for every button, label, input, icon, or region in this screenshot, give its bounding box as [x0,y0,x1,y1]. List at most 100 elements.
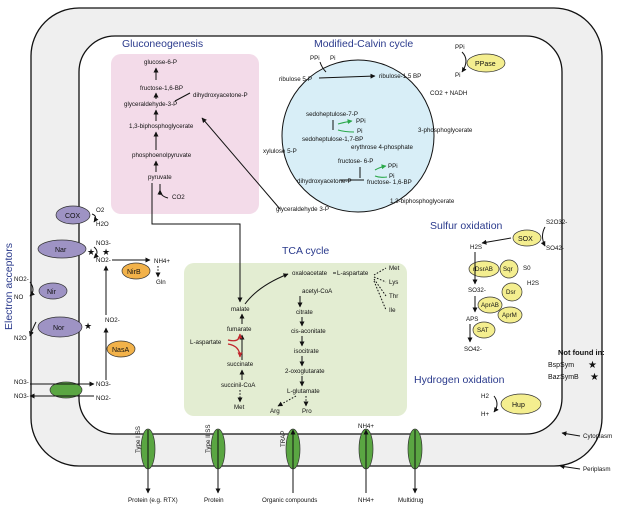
ammonium-transporter: NH4+ NH4+ [358,423,374,504]
g3p-calvin: glyceraldehyde 3-P [276,206,329,213]
legend-bspsym-star: ★ [588,360,597,371]
legend-bspsym-label: BspSym [548,362,574,369]
nir-enzyme [38,282,68,300]
f16bp: fructose-1,6-BP [140,85,183,92]
ppi-1: PPi [310,55,320,62]
malate: malate [231,306,250,313]
type1-label: Type I SS [135,426,142,453]
xu5p: xylulose 5-P [263,148,297,155]
ribulose5p: ribulose 5-P [279,76,312,83]
laspartate-2: L-aspartate [190,339,222,346]
nirb-enzyme [121,262,151,280]
co2-nadh: CO2 + NADH [430,90,467,97]
g6p: glucose-6-P [144,59,177,66]
nh4-top-label: NH4+ [358,423,374,430]
h2s-label-b: H2S [527,280,539,287]
ppi-4: PPi [388,163,398,170]
sox-label: SOX [518,236,533,243]
hydrogen-title: Hydrogen oxidation [414,374,505,386]
pro: Pro [302,408,312,415]
citrate: citrate [296,309,313,316]
pi-4: Pi [389,173,395,180]
f6p: fructose- 6-P [338,158,373,165]
nar-label: Nar [55,247,67,254]
no2-label-b: NO2- [14,276,29,283]
protein-rtx-label: Protein (e.g. RTX) [128,497,178,504]
so4-label-b: SO42- [464,346,482,353]
cox-label: COX [65,213,81,220]
aprab-enzyme [477,296,503,314]
h2o-label: H2O [96,221,109,228]
trap-label: TRAP [280,430,287,447]
nirb-label: NirB [127,269,141,276]
sbp: sedoheptulose-1,7-BP [302,136,363,143]
nor-label: Nor [53,325,65,332]
ppi-3: PPi [356,118,366,125]
gluconeogenesis-box [111,54,259,214]
h2s-label-a: H2S [470,244,482,251]
no2-label-c: NO2- [96,395,111,402]
nh4-bottom-label: NH4+ [358,497,374,504]
legend-bazsymb-star: ★ [590,372,599,383]
ile: Ile [389,307,396,314]
oxaloacetate: oxaloacetate [292,270,328,277]
nitrate-transporter [49,381,83,399]
sqr-label: Sqr [503,266,513,273]
no3-label-c: NO3- [14,393,29,400]
no2-label-d: NO2- [105,317,120,324]
multidrug-label: Multidrug [398,497,424,504]
no2-label-a: NO2- [96,257,111,264]
rdsrab-label: rDsrAB [473,266,493,273]
sat-enzyme [472,321,496,339]
sqr-enzyme [499,259,519,279]
thr: Thr [389,293,398,300]
ppi-2: PPi [455,44,465,51]
organic-label: Organic compounds [262,497,317,504]
dhap-gluco: dihydroxyacetone-P [193,92,248,99]
s2o3-label: S2O32- [546,219,567,226]
bpg-gluco: 1,3-biphosphoglycerate [129,123,194,130]
nor-enzyme [37,316,83,338]
gluconeogenesis-title: Gluconeogenesis [122,38,203,50]
type1-secretion-system: Type I SS Protein (e.g. RTX) [128,426,178,504]
nar-enzyme [37,239,87,259]
n2o-label: N2O [14,335,27,342]
met-1: Met [389,265,400,272]
s0-label: S0 [523,265,531,272]
dsr-enzyme [501,282,523,302]
o2-label: O2 [96,207,105,214]
rdsrab-enzyme [468,260,500,278]
fbp-calvin: fructose- 1,6-BP [367,179,412,186]
pi-2: Pi [455,72,461,79]
lglutamate: L-glutamate [287,388,320,395]
aprm-enzyme [497,306,523,324]
sox-enzyme [512,229,542,247]
periplasm-label: Periplasm [583,466,611,473]
ppase-label: PPase [475,61,496,68]
trap-transporter: TRAP Organic compounds [262,428,317,504]
so3-label: SO32- [468,287,486,294]
so4-label-a: SO42- [546,245,564,252]
hup-enzyme [500,393,542,415]
cox-enzyme [55,205,91,225]
bpg-calvin: 1,3-biphosphoglycerate [390,198,455,205]
succinylcoa: succinil-CoA [221,382,256,389]
arg: Arg [270,408,280,415]
no-label-a: NO [14,294,23,301]
no3-label-b: NO3- [14,379,29,386]
bspsym-star-nar: ★ [102,247,110,257]
pi-3: Pi [357,128,363,135]
sat-label: SAT [477,327,489,334]
aps-label: APS [466,316,478,323]
tca-title: TCA cycle [282,245,329,257]
h2-label: H2 [481,393,489,400]
legend-bazsymb-label: BazSymB [548,374,579,381]
pi-1: Pi [330,55,336,62]
bazsymb-star-nar: ★ [87,247,95,257]
acetylcoa: acetyl-CoA [302,288,333,295]
isocitrate: isocitrate [294,348,319,355]
calvin-title: Modified-Calvin cycle [314,38,413,50]
aprab-label: AprAB [481,302,499,309]
cisaconitate: cis-aconitate [291,328,326,335]
